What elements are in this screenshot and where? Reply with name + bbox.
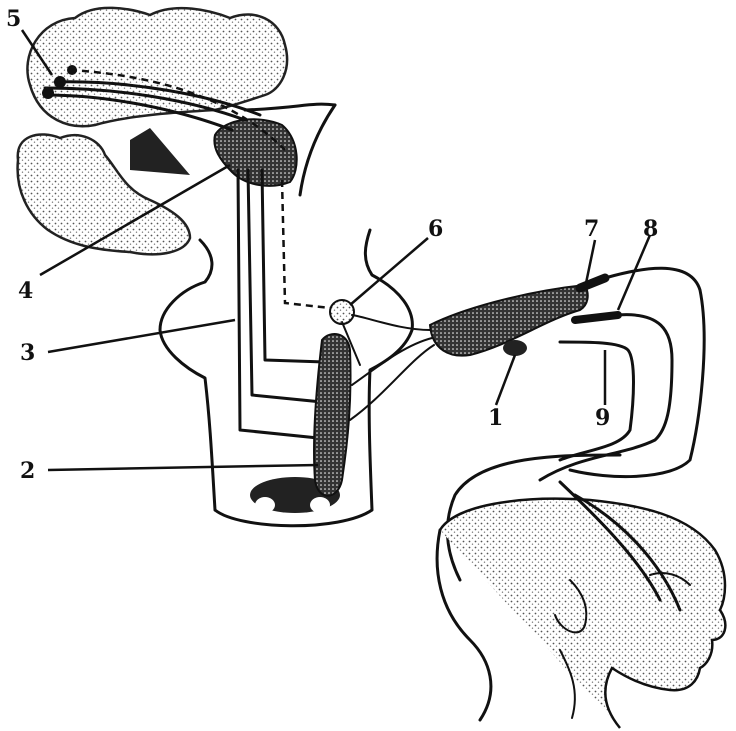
label-4: 4 [18,278,33,304]
label-7: 7 [584,216,599,242]
spinal-trigeminal-nucleus [314,334,351,496]
label-1: 1 [488,405,503,431]
trigeminal-ganglion [430,285,588,356]
label-9: 9 [595,405,610,431]
label-2: 2 [20,458,35,484]
label-3: 3 [20,340,35,366]
root-fibers [342,315,434,420]
head-profile [437,482,725,728]
lateral-ventricle [130,128,190,175]
label-8: 8 [643,216,658,242]
label-5: 5 [6,6,21,32]
label-6: 6 [428,216,443,242]
